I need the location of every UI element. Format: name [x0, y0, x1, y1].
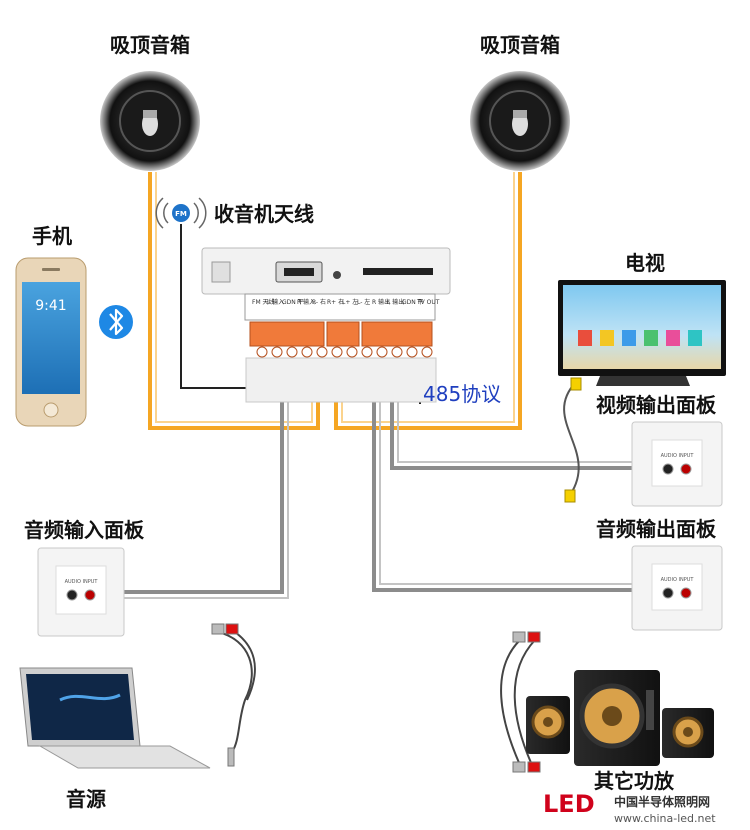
ceiling-speaker-left-label: 吸顶音箱 — [110, 33, 190, 57]
audio-source: 音源 — [19, 623, 256, 811]
audio-output-panel-label: 音频输出面板 — [596, 517, 717, 541]
terminal-label: GDN 平 — [282, 299, 304, 306]
other-amplifier: 其它功放 — [500, 631, 714, 793]
panel-caption: AUDIO INPUT — [65, 579, 99, 585]
watermark-name: 中国半导体照明网 — [614, 794, 710, 809]
tv-icon — [558, 280, 726, 386]
terminal-label: GDN 平 — [402, 299, 424, 306]
rca-cable-icon — [500, 631, 541, 773]
tv: 电视 — [558, 251, 726, 503]
phone-label: 手机 — [32, 224, 72, 248]
terminal-label: FM 天线 — [252, 298, 275, 306]
fm-badge: FM — [175, 210, 187, 218]
audio-input-panel-label: 音频输入面板 — [24, 518, 145, 542]
rca-cable-icon — [211, 623, 256, 767]
terminal-label: R 输入 — [297, 298, 315, 306]
video-output-panel: AUDIO INPUT — [631, 421, 723, 507]
audio-source-label: 音源 — [66, 787, 106, 811]
watermark-logo: LED — [543, 790, 595, 818]
protocol-485-label: 485协议 — [423, 382, 501, 406]
audio-output-wire — [372, 360, 636, 592]
phone-icon: 9:41 — [15, 257, 87, 427]
terminal-label: L 输入 — [267, 298, 284, 306]
terminal-label: L+ 左 — [342, 298, 358, 306]
watermark: LED 中国半导体照明网 www.china-led.net — [543, 790, 716, 825]
terminal-label: R+ 右 — [327, 298, 344, 306]
wall-amplifier-module: FM 天线 L 输入 GDN 平 R 输入 R- 右 R+ 右 L+ 左 L- … — [201, 247, 451, 403]
audio-output-panel: AUDIO INPUT — [631, 545, 723, 631]
terminal-label: L 输出 — [387, 298, 404, 306]
terminal-label: R- 右 — [312, 298, 326, 306]
fm-antenna-icon — [155, 197, 207, 229]
ceiling-speaker-left: 吸顶音箱 — [100, 33, 200, 171]
tv-label: 电视 — [625, 251, 665, 275]
audio-input-panel: AUDIO INPUT — [37, 547, 125, 637]
signal-wires — [120, 360, 636, 599]
audio-input-wire — [120, 360, 284, 594]
terminal-label: TV OUT — [416, 299, 440, 306]
terminal-label: L- 左 — [357, 298, 370, 306]
radio-antenna-label: 收音机天线 — [214, 202, 314, 226]
ceiling-speaker-right: 吸顶音箱 — [470, 33, 570, 171]
phone: 手机 9:41 — [15, 224, 133, 427]
bluetooth-icon — [99, 305, 133, 339]
video-output-panel-label: 视频输出面板 — [596, 393, 717, 417]
ceiling-speaker-right-label: 吸顶音箱 — [480, 33, 560, 57]
phone-time: 9:41 — [35, 298, 66, 314]
terminal-labels: FM 天线 L 输入 GDN 平 R 输入 R- 右 R+ 右 L+ 左 L- … — [252, 298, 440, 306]
watermark-url: www.china-led.net — [614, 812, 716, 825]
other-amplifier-label: 其它功放 — [594, 769, 675, 793]
panel-caption: AUDIO INPUT — [661, 577, 695, 583]
radio-antenna: FM 收音机天线 — [155, 197, 314, 229]
panel-caption: AUDIO INPUT — [661, 453, 695, 459]
terminal-blocks — [249, 321, 433, 358]
terminal-label: R 输出 — [372, 298, 390, 306]
laptop-icon — [19, 667, 211, 769]
subwoofer-icon — [526, 670, 714, 766]
